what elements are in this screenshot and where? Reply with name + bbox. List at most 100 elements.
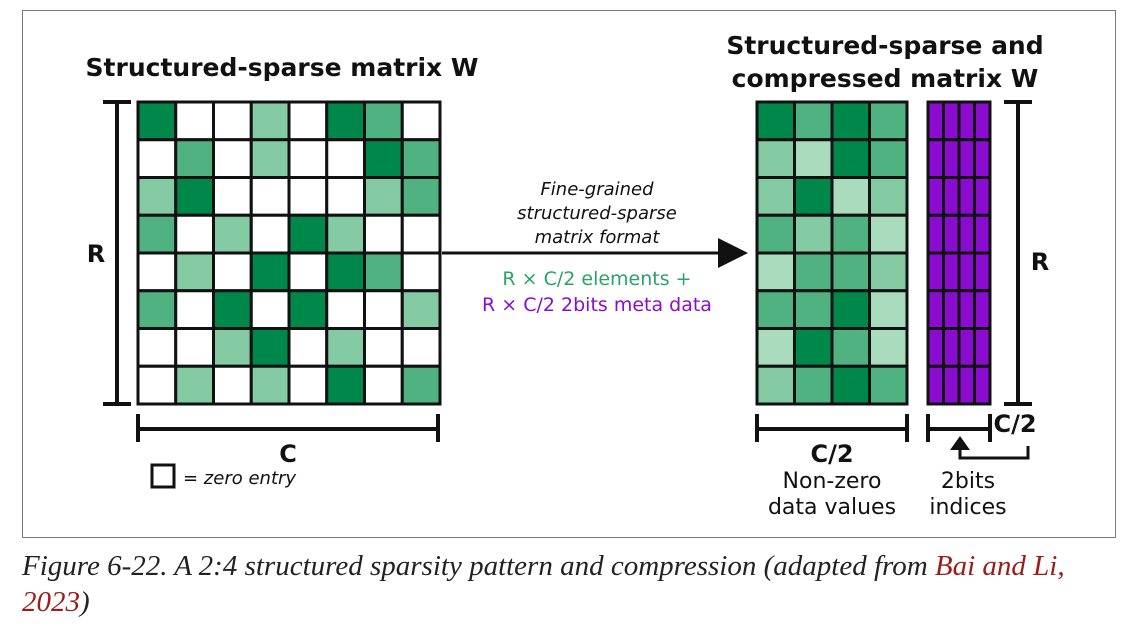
compressed-cell (868, 100, 909, 142)
index-cell (973, 138, 992, 179)
matrix-cell (174, 176, 215, 217)
index-cell (973, 176, 992, 217)
indices-label-line2: indices (929, 495, 1006, 520)
indices-matrix (926, 100, 992, 406)
compressed-cell (830, 289, 871, 330)
zero-cell (400, 251, 442, 293)
zero-cell (249, 289, 291, 330)
right-title-line2: compressed matrix W (732, 64, 1039, 93)
zero-cell (174, 100, 215, 142)
caption-end: ) (80, 586, 90, 618)
matrix-cell (325, 251, 366, 293)
compressed-cell (830, 138, 871, 179)
index-cell (957, 289, 976, 330)
compressed-cell (755, 138, 796, 179)
col-bracket-compressed (755, 414, 909, 442)
compressed-cell (868, 327, 909, 368)
arrow-text-line2: structured-sparse (517, 203, 677, 224)
index-cell (926, 251, 945, 293)
index-cell (957, 100, 976, 142)
compressed-cell (755, 364, 796, 406)
index-cell (942, 100, 961, 142)
zero-cell (400, 327, 442, 368)
zero-cell (136, 327, 178, 368)
matrix-cell (400, 364, 442, 406)
compressed-cell (755, 327, 796, 368)
zero-cell (174, 289, 215, 330)
compressed-cell (793, 138, 834, 179)
zero-cell (249, 213, 291, 255)
compressed-cell (868, 138, 909, 179)
row-bracket-left (103, 100, 131, 406)
matrix-cell (174, 138, 215, 179)
compressed-cell (793, 100, 834, 142)
index-cell (957, 138, 976, 179)
zero-cell (174, 213, 215, 255)
legend-text: = zero entry (183, 468, 296, 489)
matrix-cell (363, 176, 404, 217)
compressed-cell (830, 364, 871, 406)
index-cell (957, 176, 976, 217)
matrix-cell (400, 138, 442, 179)
zero-cell (287, 327, 329, 368)
matrix-cell (249, 251, 291, 293)
indices-pointer-arrow (950, 436, 1030, 460)
matrix-cell (287, 289, 329, 330)
zero-cell (212, 138, 253, 179)
index-cell (942, 327, 961, 368)
matrix-cell (287, 213, 329, 255)
zero-cell (325, 138, 366, 179)
zero-cell (174, 327, 215, 368)
compressed-cell (868, 251, 909, 293)
zero-cell (363, 289, 404, 330)
zero-cell (136, 251, 178, 293)
zero-cell (136, 138, 178, 179)
caption-citation-link[interactable]: Bai and Li, 2023 (22, 550, 1065, 618)
zero-cell (325, 176, 366, 217)
indices-col-label: C/2 (993, 410, 1036, 438)
index-cell (942, 364, 961, 406)
compressed-cell (793, 364, 834, 406)
matrix-cell (212, 327, 253, 368)
index-cell (926, 364, 945, 406)
legend-swatch (150, 463, 176, 489)
index-cell (973, 251, 992, 293)
index-cell (957, 251, 976, 293)
zero-cell (363, 327, 404, 368)
matrix-cell (136, 176, 178, 217)
zero-cell (136, 364, 178, 406)
zero-cell (287, 176, 329, 217)
sparse-matrix (136, 100, 442, 406)
caption-text: Figure 6-22. A 2:4 structured sparsity p… (22, 550, 935, 582)
arrow-text-line3: matrix format (535, 227, 661, 248)
nonzero-label-line1: Non-zero (783, 469, 882, 494)
index-cell (926, 213, 945, 255)
compressed-cell (830, 176, 871, 217)
matrix-cell (363, 100, 404, 142)
index-cell (926, 176, 945, 217)
row-label-right: R (1031, 248, 1049, 276)
matrix-cell (174, 251, 215, 293)
zero-cell (212, 176, 253, 217)
index-cell (957, 364, 976, 406)
compressed-cell (755, 176, 796, 217)
index-cell (973, 213, 992, 255)
matrix-cell (249, 138, 291, 179)
index-cell (942, 138, 961, 179)
col-bracket-left (136, 414, 440, 442)
zero-cell (212, 364, 253, 406)
compressed-cell (830, 100, 871, 142)
col-bracket-indices (926, 414, 992, 442)
matrix-cell (212, 213, 253, 255)
compressed-cell (830, 251, 871, 293)
index-cell (942, 289, 961, 330)
matrix-cell (249, 327, 291, 368)
zero-cell (287, 251, 329, 293)
zero-cell (325, 289, 366, 330)
matrix-cell (325, 100, 366, 142)
matrix-cell (174, 364, 215, 406)
matrix-cell (400, 176, 442, 217)
arrow-text-line1: Fine-grained (540, 179, 654, 200)
zero-cell (249, 176, 291, 217)
index-cell (942, 251, 961, 293)
